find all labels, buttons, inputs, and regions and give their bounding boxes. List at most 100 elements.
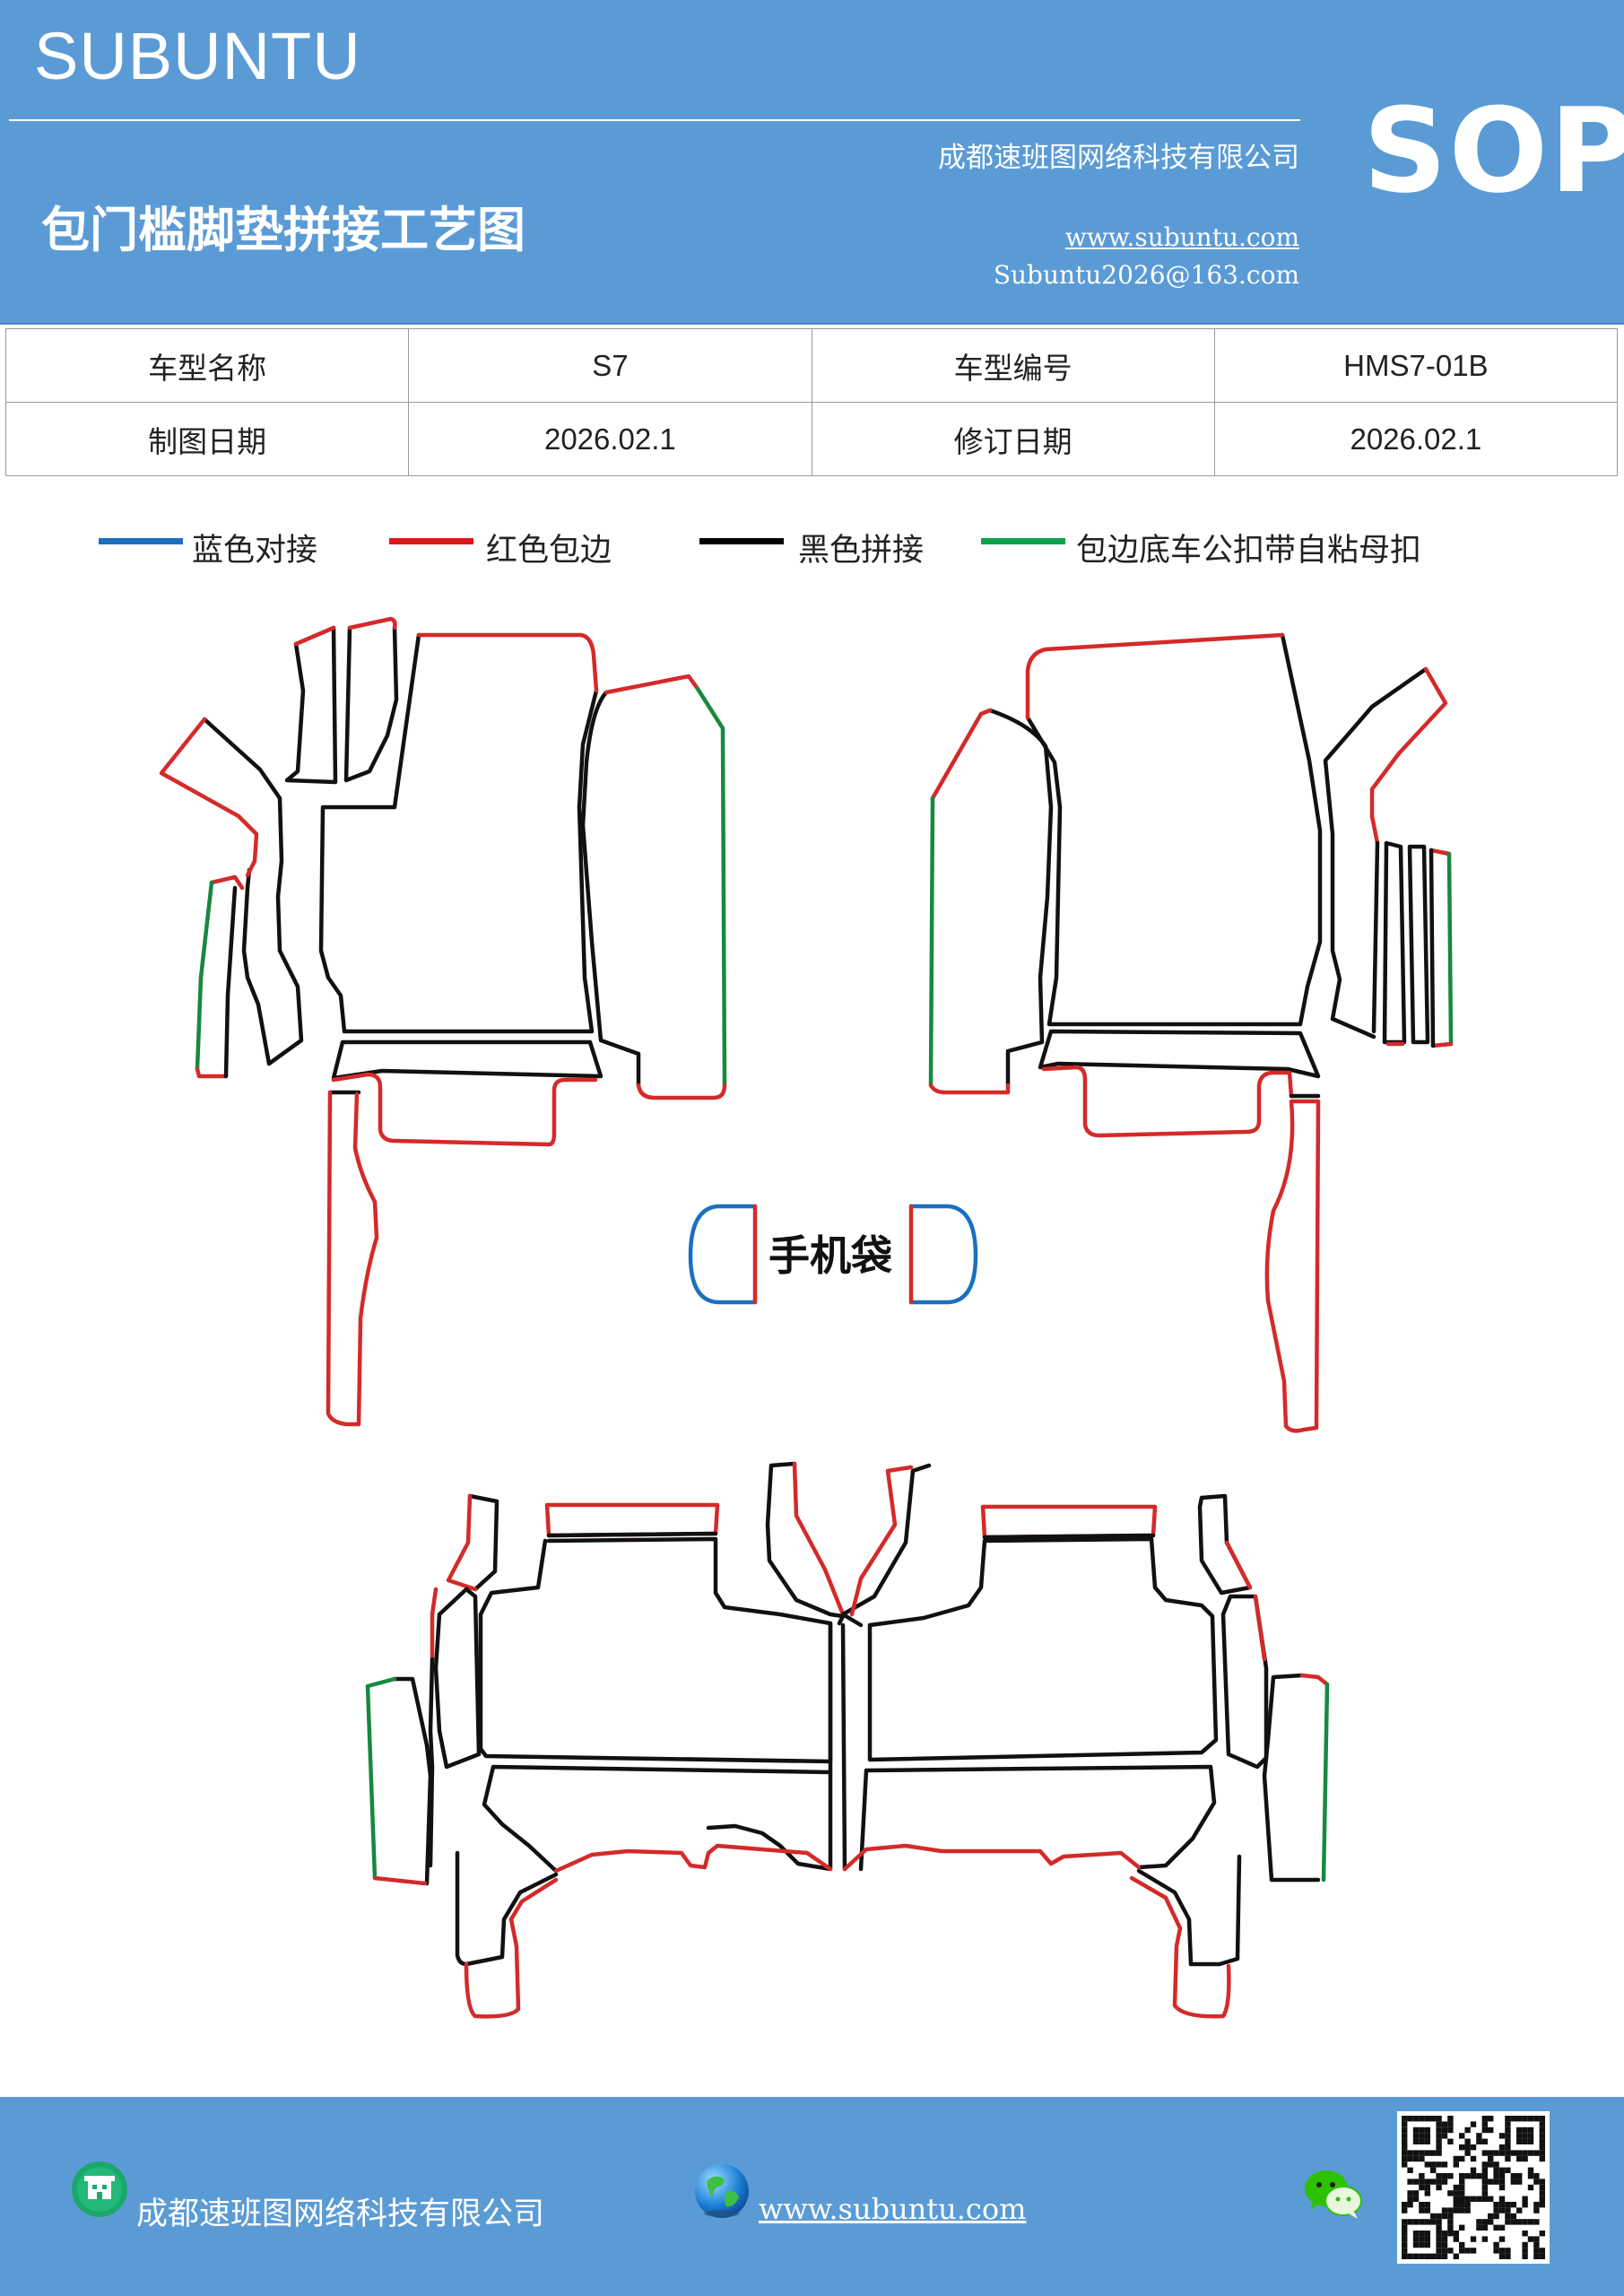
mat-diagram-svg: 手机袋 <box>159 616 1454 2019</box>
mat-piece <box>695 686 727 1088</box>
qr-module <box>1533 2253 1540 2259</box>
qr-module <box>1498 2150 1506 2156</box>
qr-module <box>1481 2167 1488 2173</box>
qr-module <box>1533 2202 1540 2208</box>
qr-module <box>1527 2173 1534 2179</box>
mat-piece <box>1429 848 1452 857</box>
qr-module <box>1476 2224 1482 2231</box>
qr-module <box>1464 2138 1471 2144</box>
qr-module <box>1539 2150 1545 2156</box>
qr-module <box>1516 2150 1523 2156</box>
qr-module <box>1498 2196 1506 2202</box>
header-divider <box>9 119 1300 121</box>
qr-module <box>1481 2190 1488 2196</box>
qr-module <box>1533 2241 1540 2248</box>
qr-module <box>1488 2213 1494 2220</box>
qr-module <box>1424 2190 1430 2196</box>
mat-piece <box>195 880 214 1072</box>
qr-module <box>1505 2248 1511 2254</box>
legend-swatch-blue <box>99 538 183 544</box>
qr-module <box>1447 2173 1454 2179</box>
qr-module <box>1412 2196 1420 2202</box>
qr-module <box>1505 2213 1511 2220</box>
qr-module <box>1424 2219 1430 2225</box>
qr-module <box>1533 2173 1540 2179</box>
revision-date-value: 2026.02.1 <box>1213 402 1619 476</box>
mat-piece <box>987 708 1054 1088</box>
mat-piece <box>1224 1540 1253 1590</box>
phone-bag-left <box>688 1204 758 1305</box>
qr-module <box>1436 2231 1442 2237</box>
qr-module <box>1412 2219 1420 2225</box>
qr-module <box>1419 2116 1425 2122</box>
qr-module <box>1402 2161 1408 2168</box>
qr-module <box>1402 2207 1408 2213</box>
qr-code-pattern <box>1402 2116 1545 2259</box>
qr-module <box>1419 2241 1425 2248</box>
qr-module <box>1493 2241 1499 2248</box>
qr-module <box>1470 2236 1477 2242</box>
qr-module <box>1481 2224 1488 2231</box>
qr-module <box>1424 2207 1430 2213</box>
qr-module <box>1539 2190 1545 2196</box>
qr-module <box>1441 2213 1448 2220</box>
qr-module <box>1402 2219 1408 2225</box>
mat-piece <box>544 1502 720 1538</box>
mat-piece <box>636 1083 727 1100</box>
qr-module <box>1424 2126 1430 2134</box>
header-website-link[interactable]: www.subuntu.com <box>1064 222 1299 252</box>
header-email: Subuntu2026@163.com <box>993 260 1299 290</box>
qr-module <box>1505 2150 1511 2156</box>
qr-module <box>1436 2253 1442 2259</box>
line-color-legend: 蓝色对接 红色包边 黑色拼接 包边底车公扣带自粘母扣 <box>0 525 1624 578</box>
qr-module <box>1436 2150 1442 2156</box>
mat-piece <box>209 874 245 891</box>
qr-module <box>1488 2116 1494 2122</box>
header-company-name: 成都速班图网络科技有限公司 <box>938 142 1299 174</box>
qr-module <box>1481 2219 1488 2225</box>
qr-module <box>1436 2121 1442 2127</box>
qr-module <box>1488 2155 1494 2162</box>
qr-module <box>1539 2253 1545 2259</box>
qr-module <box>1412 2231 1420 2237</box>
revision-date-label: 修订日期 <box>811 402 1215 476</box>
mat-piece <box>1262 1673 1321 1883</box>
qr-module <box>1533 2248 1540 2254</box>
qr-module <box>1407 2116 1413 2122</box>
qr-module <box>1424 2133 1430 2139</box>
qr-module <box>1419 2173 1425 2179</box>
qr-module <box>1412 2236 1420 2242</box>
header-banner: SUBUNTU SOP 成都速班图网络科技有限公司 包门槛脚垫拼接工艺图 www… <box>0 0 1624 325</box>
rear-right-mat-group <box>840 1463 1330 2019</box>
qr-module <box>1464 2196 1471 2202</box>
qr-module <box>1488 2150 1494 2156</box>
qr-module <box>1493 2213 1499 2220</box>
qr-module <box>1402 2231 1408 2237</box>
qr-module <box>1533 2207 1540 2213</box>
mat-piece <box>195 1066 229 1079</box>
qr-module <box>1539 2202 1545 2208</box>
qr-module <box>1453 2190 1459 2196</box>
qr-module <box>1419 2236 1425 2242</box>
qr-module <box>1505 2144 1511 2151</box>
mat-piece <box>980 1504 1158 1540</box>
mat-piece <box>1430 1041 1454 1048</box>
mat-piece <box>1264 1099 1321 1433</box>
qr-module <box>1424 2202 1430 2208</box>
mat-piece <box>159 717 259 878</box>
mat-piece <box>318 632 599 1034</box>
qr-module <box>1527 2138 1534 2144</box>
qr-module <box>1527 2126 1534 2134</box>
qr-module <box>1424 2116 1430 2122</box>
qr-module <box>1510 2202 1516 2208</box>
qr-module <box>1527 2236 1534 2242</box>
qr-module <box>1453 2207 1459 2213</box>
qr-module <box>1481 2116 1488 2122</box>
qr-module <box>1447 2213 1454 2220</box>
qr-module <box>1447 2190 1454 2196</box>
footer-website-link[interactable]: www.subuntu.com <box>759 2192 1027 2226</box>
drawing-date-label: 制图日期 <box>4 402 410 476</box>
qr-module <box>1459 2207 1465 2213</box>
qr-module <box>1498 2133 1506 2139</box>
qr-module <box>1459 2248 1465 2254</box>
